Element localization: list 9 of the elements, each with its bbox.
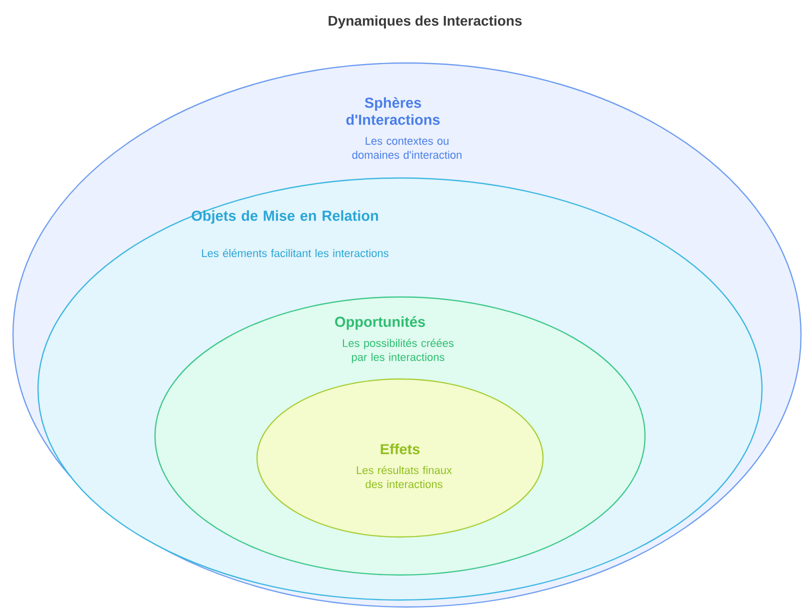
region-description: Les résultats finaux des interactions <box>356 466 452 488</box>
region-description: Les possibilités créées par les interactions <box>342 338 454 364</box>
region-heading: Objets de Mise en Relation <box>192 210 378 224</box>
title: Dynamiques des Interactions <box>328 15 522 28</box>
region-description: Les éléments facilitant les interactions <box>202 248 388 258</box>
region-heading: Effets <box>380 444 420 454</box>
region-description: Les contextes ou domaines d'interaction <box>352 137 462 159</box>
region-heading: Opportunités <box>335 316 425 330</box>
region-heading: Sphères d'Interactions <box>346 97 440 125</box>
